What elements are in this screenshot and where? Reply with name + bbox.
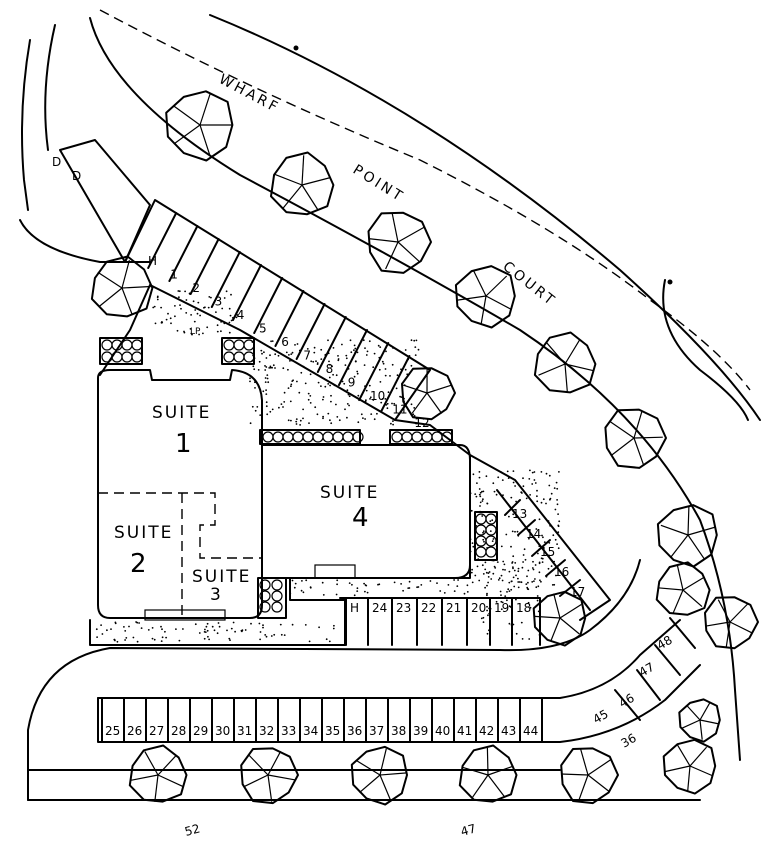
- buildings: [97, 369, 471, 621]
- stall-label-bottom-17: 42: [479, 724, 494, 738]
- stall-label-right-1: 14: [526, 527, 541, 541]
- street-name-point: POINT: [350, 162, 407, 206]
- stall-label-corner-0: 45: [591, 707, 611, 727]
- stall-label-bottom-7: 32: [259, 724, 274, 738]
- stall-label-bottom-9: 34: [303, 724, 318, 738]
- suite3-number: 3: [210, 585, 223, 605]
- stall-label-top-0: H: [148, 254, 157, 268]
- street-name-wharf: WHARF: [216, 71, 282, 116]
- hedges: [99, 337, 498, 619]
- stall-label-bottom-16: 41: [457, 724, 472, 738]
- stall-label-mid-0: H: [350, 601, 359, 615]
- suite2-number: 2: [130, 549, 147, 579]
- tree-icon: [350, 745, 408, 806]
- stall-label-top-4: 4: [237, 308, 245, 322]
- tree-icon: [704, 596, 759, 650]
- stall-label-bottom-12: 37: [369, 724, 384, 738]
- stall-label-bottom-13: 38: [391, 724, 406, 738]
- middle-parking-row: [339, 597, 541, 646]
- suite3-label: SUITE: [192, 567, 251, 587]
- stall-label-bottom-19: 44: [523, 724, 538, 738]
- tree-icon: [662, 738, 717, 795]
- stall-label-bottom-11: 36: [347, 724, 362, 738]
- stall-label-mid-6: 19: [494, 601, 509, 615]
- tree-icon: [560, 747, 619, 805]
- stall-label-top-1: 1: [170, 268, 178, 282]
- tree-icon: [367, 211, 432, 274]
- stall-label-mid-2: 23: [396, 601, 411, 615]
- stall-label-top-9: 9: [348, 376, 356, 390]
- misc-label-36: 36: [619, 731, 639, 751]
- misc-label-lp: LP: [190, 327, 201, 337]
- stall-label-bottom-18: 43: [501, 724, 516, 738]
- stall-label-right-0: 13: [512, 507, 527, 521]
- margin-mark-right: 47: [459, 821, 477, 838]
- stall-label-bottom-1: 26: [127, 724, 142, 738]
- stall-label-bottom-3: 28: [171, 724, 186, 738]
- stall-label-top-6: 6: [281, 335, 289, 349]
- tree-icon: [240, 747, 299, 805]
- tree-icon: [454, 265, 516, 329]
- stall-label-corner-2: 47: [637, 660, 657, 680]
- tree-icon: [90, 255, 154, 318]
- stall-label-top-11: 11: [392, 403, 407, 417]
- stall-label-right-3: 16: [554, 565, 569, 579]
- trees: [90, 90, 759, 806]
- stall-label-top-5: 5: [259, 322, 267, 336]
- suite4-number: 4: [352, 503, 369, 533]
- stall-label-top-2: 2: [192, 281, 200, 295]
- stall-label-top-3: 3: [215, 295, 223, 309]
- suite2-label: SUITE: [114, 523, 173, 543]
- stall-label-top-12: 12: [414, 416, 429, 430]
- margin-mark-left: 52: [183, 821, 201, 838]
- stall-label-bottom-4: 29: [193, 724, 208, 738]
- stall-label-mid-3: 22: [421, 601, 436, 615]
- suite4-label: SUITE: [320, 483, 379, 503]
- stall-label-mid-1: 24: [372, 601, 387, 615]
- stall-label-mid-7: 18: [516, 601, 531, 615]
- stall-label-corner-1: 46: [617, 691, 637, 711]
- tree-icon: [458, 744, 518, 803]
- street-curbs: [21, 9, 761, 761]
- stall-label-mid-4: 21: [446, 601, 461, 615]
- street-name-court: COURT: [500, 259, 560, 311]
- misc-label-d2: D: [72, 169, 81, 183]
- tree-icon: [655, 561, 711, 616]
- misc-label-d1: D: [52, 155, 61, 169]
- right-parking-row: [469, 454, 611, 621]
- stall-label-bottom-14: 39: [413, 724, 428, 738]
- tree-icon: [401, 367, 456, 421]
- tree-icon: [270, 151, 335, 216]
- stall-label-right-4: 17: [570, 585, 585, 599]
- stall-label-bottom-6: 31: [237, 724, 252, 738]
- stall-label-top-7: 7: [303, 349, 311, 363]
- tree-icon: [532, 590, 587, 647]
- suite1-number: 1: [175, 429, 192, 459]
- stall-label-corner-3: 48: [655, 633, 675, 653]
- bottom-parking-row: [97, 617, 701, 743]
- tree-icon: [128, 744, 188, 803]
- stall-label-right-2: 15: [540, 545, 555, 559]
- suite1-label: SUITE: [152, 403, 211, 423]
- tree-icon: [165, 90, 234, 162]
- stall-label-bottom-15: 40: [435, 724, 450, 738]
- tree-icon: [656, 504, 718, 568]
- stall-label-mid-5: 20: [471, 601, 486, 615]
- stall-label-bottom-10: 35: [325, 724, 340, 738]
- tree-icon: [678, 698, 721, 743]
- tree-icon: [533, 331, 597, 394]
- stall-label-bottom-8: 33: [281, 724, 296, 738]
- stall-label-bottom-5: 30: [215, 724, 230, 738]
- tree-icon: [604, 408, 667, 469]
- stall-label-bottom-0: 25: [105, 724, 120, 738]
- stall-label-top-10: 10: [370, 389, 385, 403]
- top-parking-row: [59, 139, 431, 421]
- stall-label-bottom-2: 27: [149, 724, 164, 738]
- stall-label-top-8: 8: [326, 362, 334, 376]
